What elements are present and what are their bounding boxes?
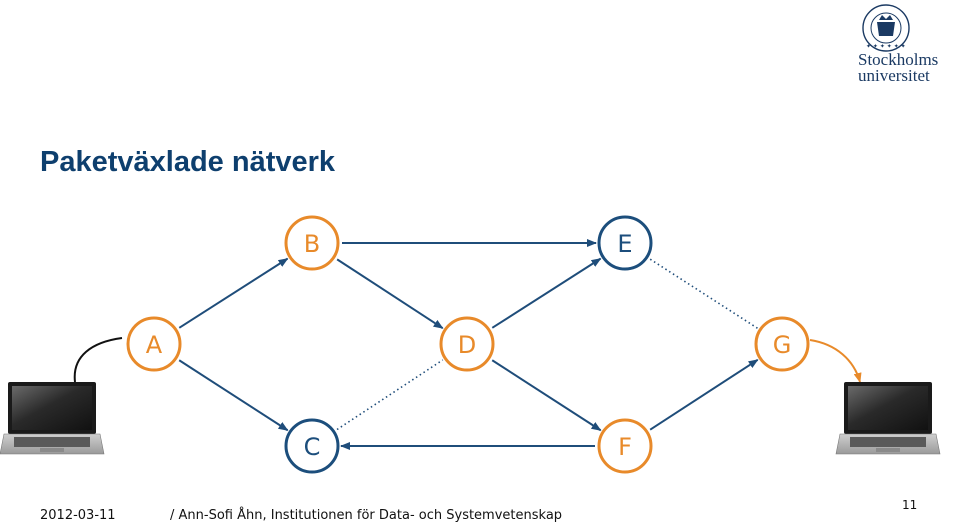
edge-D-E <box>491 257 602 329</box>
node-E: E <box>597 215 653 271</box>
node-B: B <box>284 215 340 271</box>
edge-C-D <box>336 359 444 431</box>
node-F-label: F <box>618 433 632 461</box>
edge-A-C <box>178 359 289 432</box>
node-A-label: A <box>146 331 163 359</box>
wordmark-line-1: Stockholms <box>858 50 939 69</box>
university-wordmark: Stockholms universitet <box>858 50 960 85</box>
university-seal-logo: ✦ ✦ ✦ ✦ ✦ ✦ <box>862 4 910 52</box>
laptop-left-icon <box>0 382 105 455</box>
slide-title: Paketväxlade nätverk <box>40 146 336 178</box>
footer-date: 2012-03-11 <box>40 508 116 523</box>
node-C-label: C <box>304 433 321 461</box>
edge-A-B <box>178 257 289 329</box>
node-F: F <box>597 418 653 474</box>
cable-right <box>809 339 862 383</box>
node-A: A <box>126 316 182 372</box>
edges-layer <box>178 239 759 450</box>
node-C: C <box>284 418 340 474</box>
node-G: G <box>754 316 810 372</box>
edge-E-G <box>649 258 759 329</box>
edge-D-F <box>491 359 602 432</box>
wordmark-line-2: universitet <box>858 66 930 85</box>
node-D-label: D <box>458 331 476 359</box>
node-E-label: E <box>617 230 632 258</box>
edge-B-D <box>336 258 444 330</box>
edge-F-G <box>649 358 759 431</box>
seal-icon: ✦ ✦ ✦ ✦ ✦ ✦ <box>862 4 910 52</box>
page-number: 11 <box>902 498 918 512</box>
svg-text:✦ ✦ ✦ ✦ ✦ ✦: ✦ ✦ ✦ ✦ ✦ ✦ <box>866 43 906 50</box>
footer-author: / Ann-Sofi Åhn, Institutionen för Data- … <box>170 508 563 523</box>
node-D: D <box>439 316 495 372</box>
cable-left <box>73 337 123 383</box>
node-B-label: B <box>304 230 320 258</box>
laptop-right-icon <box>835 382 941 455</box>
node-G-label: G <box>773 331 792 359</box>
